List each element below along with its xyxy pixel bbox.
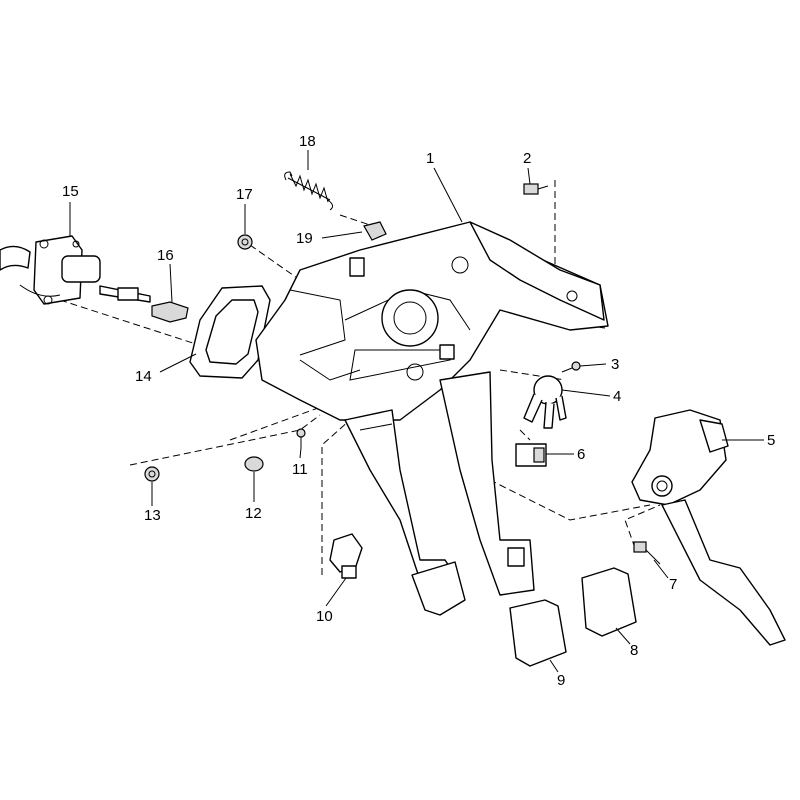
callout-16: 16	[157, 247, 174, 264]
clutch-pedal-arm	[344, 409, 456, 581]
bolt-7	[633, 541, 661, 565]
callout-19: 19	[296, 230, 313, 247]
mounting-gasket	[189, 285, 271, 379]
return-spring	[284, 171, 334, 211]
clutch-master-cylinder	[0, 235, 151, 305]
callout-2: 2	[523, 150, 531, 167]
callout-11: 11	[292, 461, 308, 478]
accelerator-pedal-arm	[661, 499, 786, 646]
callout-8: 8	[630, 642, 638, 659]
stop-lamp-switch	[523, 375, 567, 429]
callout-14: 14	[135, 368, 152, 385]
callout-17: 17	[236, 186, 253, 203]
brake-pedal-arm	[439, 371, 535, 596]
callout-6: 6	[577, 446, 585, 463]
screw-11	[296, 428, 306, 448]
callout-9: 9	[557, 672, 565, 689]
pivot-bushing	[363, 221, 387, 241]
retaining-clip	[151, 301, 189, 323]
callout-labels: 1 2 3 4 5 6 7 8 9 10 11 12 13 14 15 16 1…	[62, 133, 775, 689]
callout-5: 5	[767, 432, 775, 449]
leader-lines	[69, 150, 764, 673]
clutch-pedal-pad-mount	[411, 561, 466, 616]
clutch-position-switch	[329, 533, 363, 579]
pedal-bracket	[255, 221, 609, 421]
assembly-dash-lines	[59, 180, 661, 575]
callout-18: 18	[299, 133, 316, 150]
callout-4: 4	[613, 388, 621, 405]
pedal-pad-9	[509, 599, 567, 667]
callout-10: 10	[316, 608, 333, 625]
accelerator-pedal-module	[631, 409, 729, 506]
callout-3: 3	[611, 356, 619, 373]
bolt-2	[523, 183, 549, 195]
wiring-connector	[515, 443, 547, 467]
callout-13: 13	[144, 507, 161, 524]
callout-15: 15	[62, 183, 79, 200]
grommet	[244, 456, 264, 472]
callout-7: 7	[669, 576, 677, 593]
nut-17	[237, 234, 253, 250]
pedal-pad-8	[581, 567, 637, 637]
nut-13	[144, 466, 160, 482]
callout-12: 12	[245, 505, 262, 522]
callout-1: 1	[426, 150, 434, 167]
screw-3	[561, 361, 581, 373]
